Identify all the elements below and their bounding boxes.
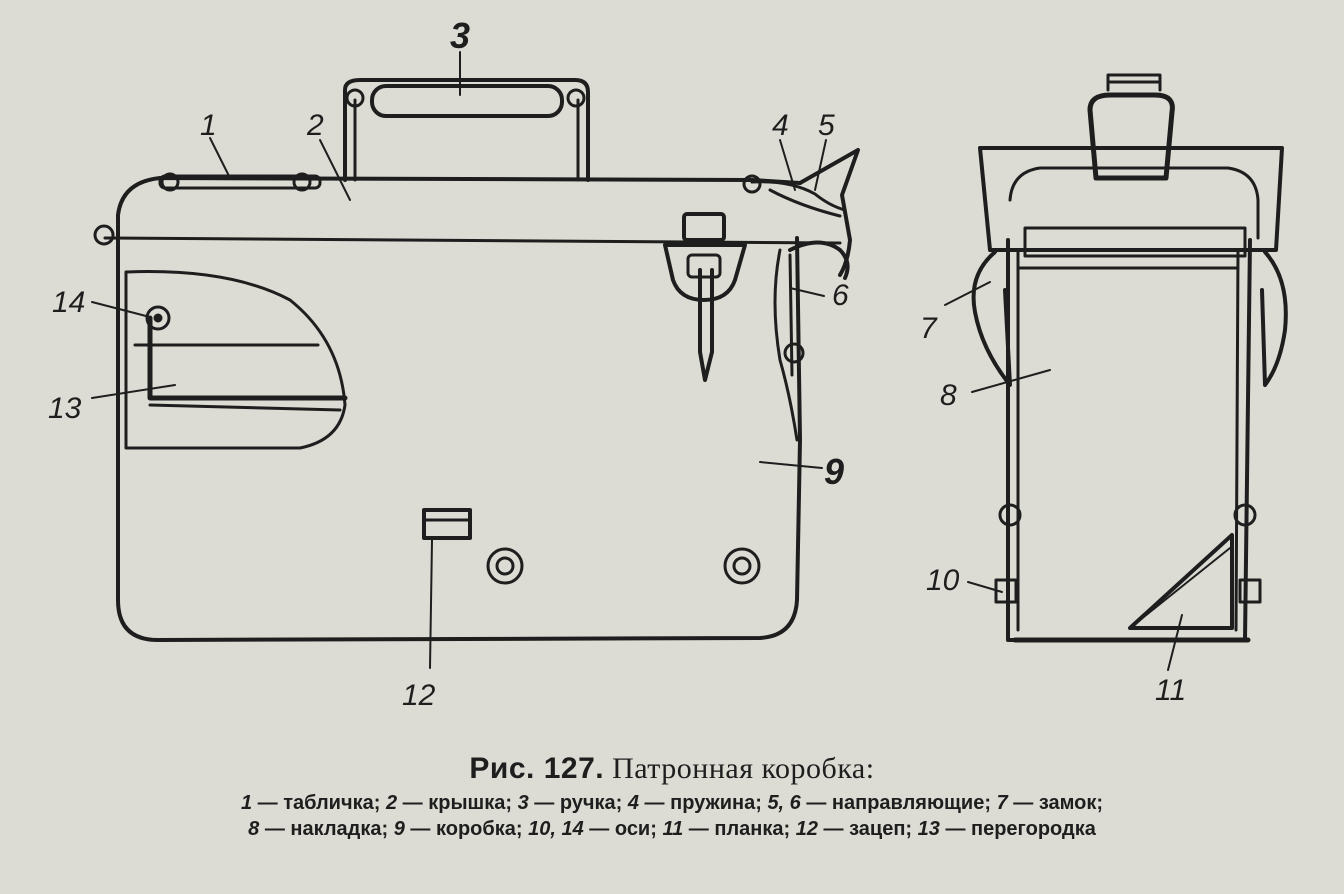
legend-item: 7 — замок; <box>996 792 1104 814</box>
callout-11: 11 <box>1155 674 1186 707</box>
legend-item: 11 — планка; <box>662 818 791 840</box>
caption-title: Рис. 127. Патронная коробка: <box>0 752 1344 786</box>
callout-10: 10 <box>926 564 960 597</box>
legend-item: 3 — ручка; <box>517 792 623 814</box>
plate <box>158 172 322 192</box>
callout-2: 2 <box>306 109 324 142</box>
end-lid <box>978 146 1284 252</box>
end-handle <box>1087 92 1175 181</box>
callout-5: 5 <box>818 109 835 142</box>
figure-number: Рис. 127. <box>469 752 605 785</box>
callout-7: 7 <box>920 312 938 345</box>
latch <box>663 212 747 382</box>
hook <box>422 508 472 540</box>
end-view <box>944 73 1288 671</box>
callout-12: 12 <box>402 679 436 712</box>
cutaway-partition <box>124 270 348 450</box>
legend-line-2: 8 — накладка; 9 — коробка; 10, 14 — оси;… <box>0 816 1344 842</box>
legend-item: 2 — крышка; <box>385 792 512 814</box>
legend-item: 10, 14 — оси; <box>528 818 657 840</box>
handle <box>343 78 590 182</box>
end-plate <box>1128 533 1234 630</box>
legend-item: 8 — накладка; <box>248 818 389 840</box>
guide <box>773 240 850 442</box>
fastener <box>486 547 761 585</box>
callout-3: 3 <box>450 15 470 56</box>
legend-line-1: 1 — табличка; 2 — крышка; 3 — ручка; 4 —… <box>0 790 1344 816</box>
end-axis <box>1233 503 1257 527</box>
callout-6: 6 <box>832 279 849 312</box>
callout-labels: 1 2 3 4 5 6 7 8 9 10 11 12 13 14 <box>48 15 1186 712</box>
legend-item: 9 — коробка; <box>393 818 523 840</box>
callout-8: 8 <box>940 379 957 412</box>
figure-caption: Рис. 127. Патронная коробка: 1 — табличк… <box>0 752 1344 842</box>
figure-title: Патронная коробка: <box>612 752 875 785</box>
leader-lines <box>91 51 827 669</box>
end-axis <box>998 503 1022 527</box>
end-lock-left <box>971 250 1012 387</box>
callout-14: 14 <box>52 286 85 319</box>
legend-item: 12 — зацеп; <box>795 818 913 840</box>
end-lock-right <box>1260 250 1288 387</box>
legend-item: 5, 6 — направляющие; <box>767 792 991 814</box>
legend: 1 — табличка; 2 — крышка; 3 — ручка; 4 —… <box>0 790 1344 842</box>
box-body-outline <box>116 236 802 642</box>
end-body <box>1006 238 1252 642</box>
side-view <box>91 51 860 669</box>
lid-hinge <box>93 224 115 246</box>
legend-item: 13 — перегородка <box>917 818 1096 840</box>
callout-4: 4 <box>772 109 789 142</box>
legend-item: 1 — табличка; <box>240 792 381 814</box>
callout-1: 1 <box>200 109 217 142</box>
lid-seam <box>103 236 842 245</box>
callout-9: 9 <box>824 451 844 492</box>
callout-13: 13 <box>48 392 82 425</box>
spring-and-guide <box>742 148 860 277</box>
legend-item: 4 — пружина; <box>627 792 762 814</box>
